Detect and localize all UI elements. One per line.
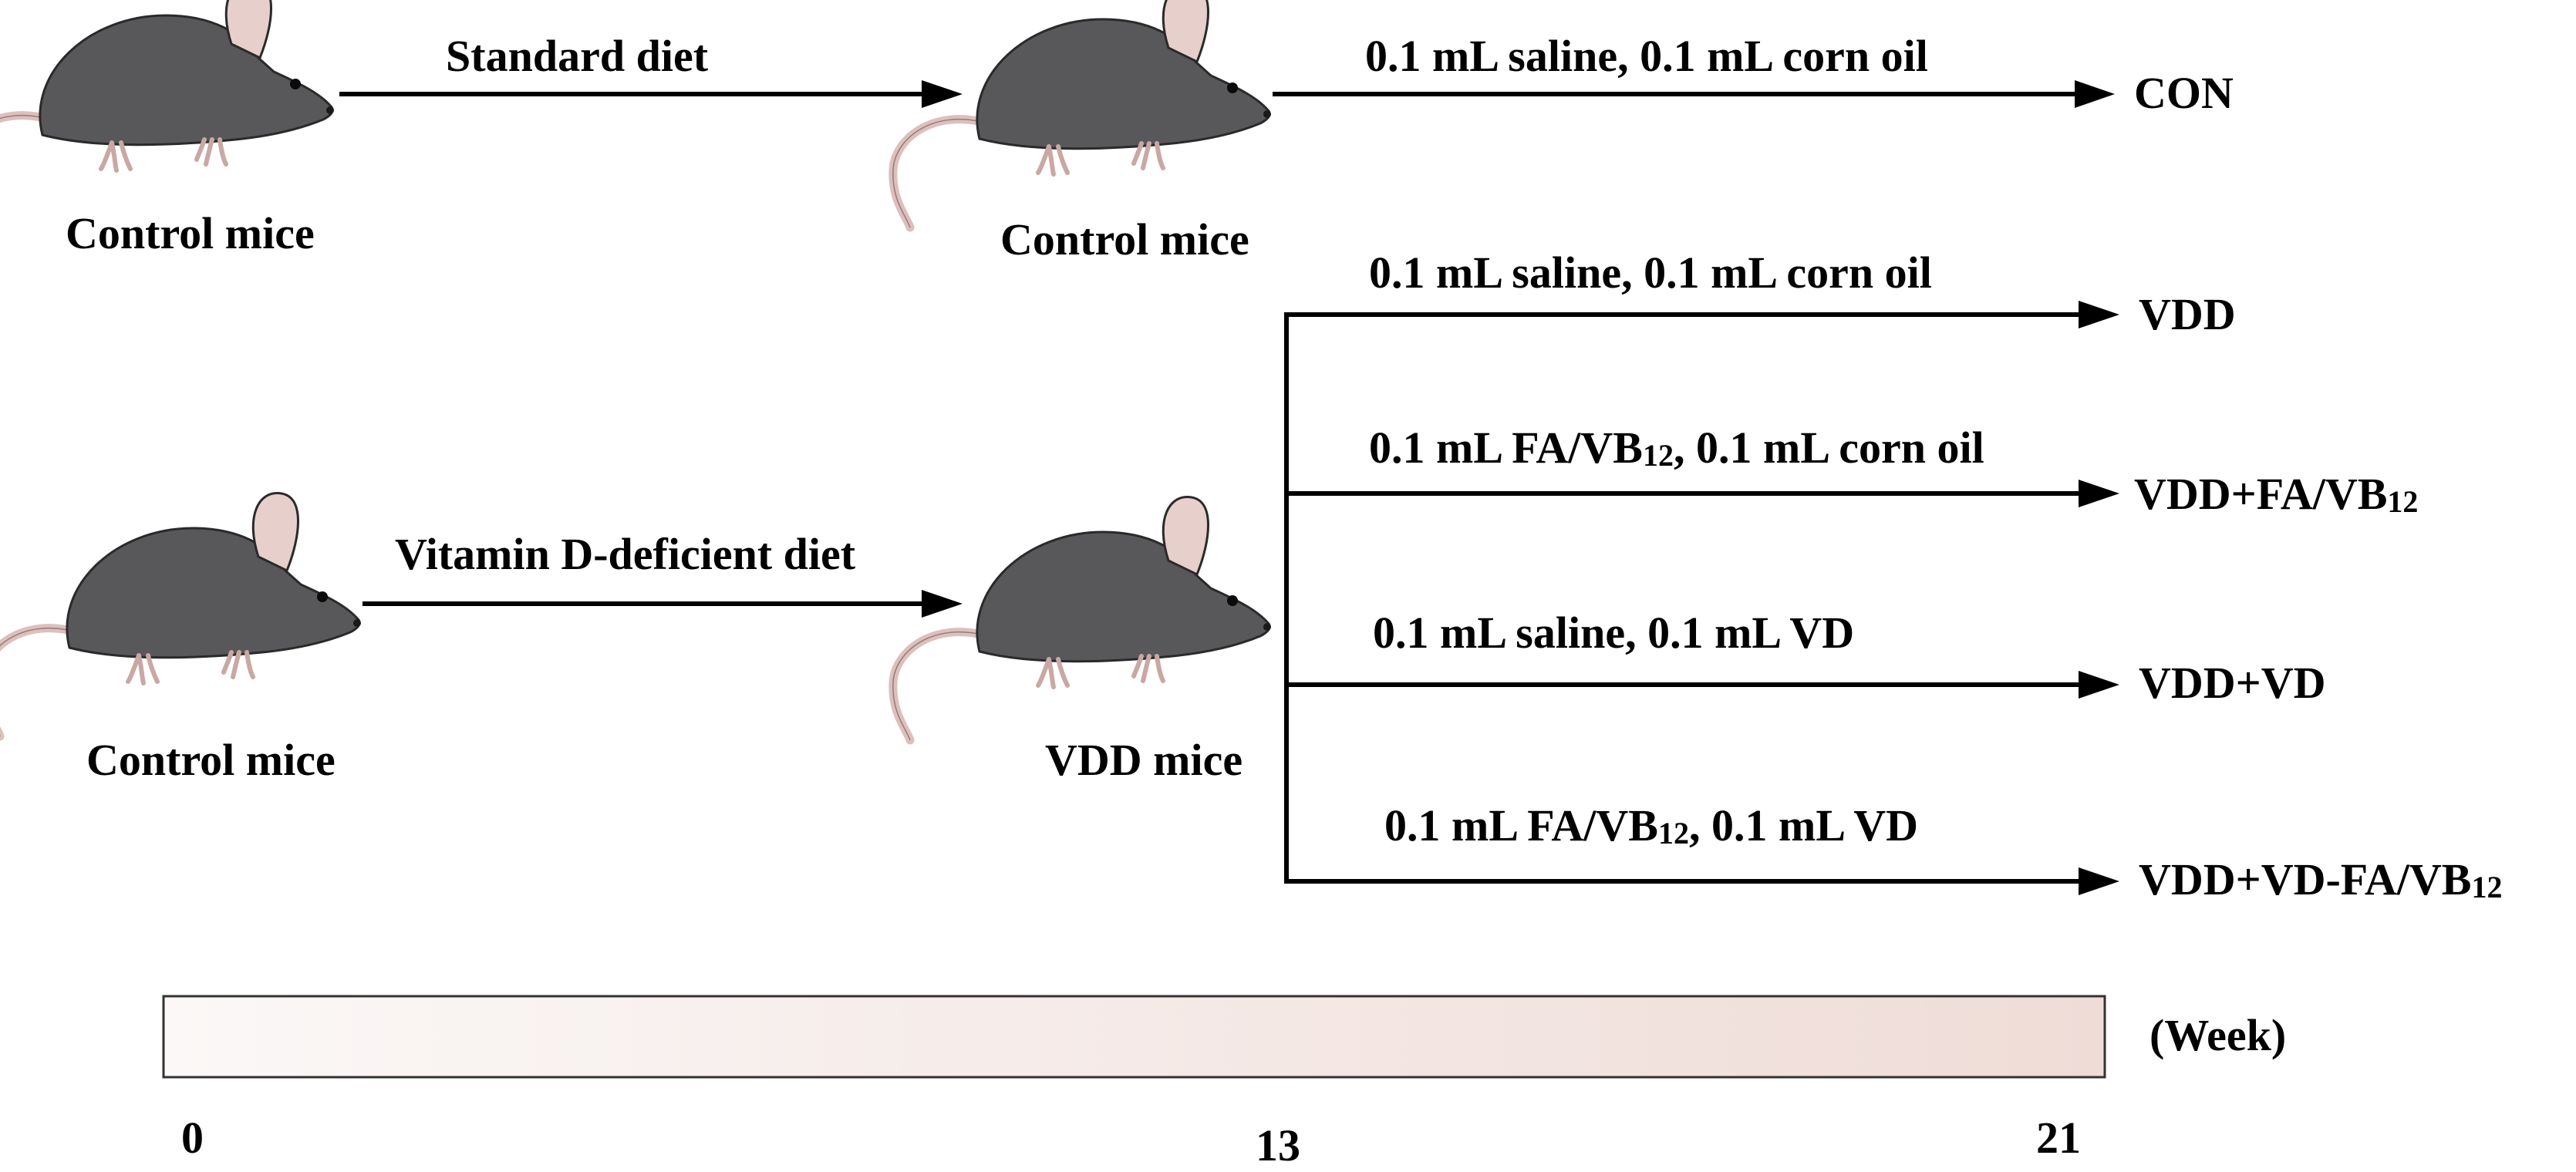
arrowhead bbox=[2079, 301, 2119, 328]
timeline-tick-21: 21 bbox=[2036, 1113, 2081, 1163]
group-vdd-vd-fa-vb12: VDD+VD-FA/VB12 bbox=[2139, 854, 2503, 904]
arrowhead bbox=[2079, 671, 2119, 699]
group-vdd: VDD bbox=[2139, 289, 2236, 339]
vdd-fa-vb12-treatment-label: 0.1 mL FA/VB12, 0.1 mL corn oil bbox=[1369, 423, 1984, 473]
timeline-bar bbox=[162, 995, 2106, 1079]
timeline-tick-13: 13 bbox=[1256, 1120, 1300, 1170]
arrowhead bbox=[922, 590, 963, 618]
mouse-icon bbox=[0, 493, 361, 736]
top-left-label: Control mice bbox=[66, 208, 315, 258]
group-vdd-fa-vb12: VDD+FA/VB12 bbox=[2134, 469, 2418, 519]
mouse-icon bbox=[893, 497, 1271, 740]
timeline-unit-label: (Week) bbox=[2149, 1010, 2286, 1060]
arrowhead bbox=[2075, 80, 2115, 108]
bottom-mid-label: VDD mice bbox=[1045, 735, 1242, 785]
mouse-icon bbox=[893, 0, 1271, 227]
timeline-tick-0: 0 bbox=[181, 1113, 204, 1163]
arrowhead bbox=[922, 80, 963, 108]
arrowhead bbox=[2079, 867, 2119, 895]
vdd-vd-treatment-label: 0.1 mL saline, 0.1 mL VD bbox=[1373, 608, 1854, 658]
vdd-vd-fa-vb12-treatment-label: 0.1 mL FA/VB12, 0.1 mL VD bbox=[1384, 800, 1918, 850]
con-treatment-label: 0.1 mL saline, 0.1 mL corn oil bbox=[1365, 31, 1928, 81]
group-con: CON bbox=[2134, 68, 2234, 118]
group-vdd-vd: VDD+VD bbox=[2139, 658, 2325, 708]
arrowhead bbox=[2079, 480, 2119, 507]
bottom-left-label: Control mice bbox=[86, 735, 335, 785]
standard-diet-label: Standard diet bbox=[446, 31, 709, 81]
mouse-icon bbox=[0, 0, 334, 224]
vdd-treatment-label: 0.1 mL saline, 0.1 mL corn oil bbox=[1369, 248, 1932, 298]
top-mid-label: Control mice bbox=[1000, 214, 1249, 264]
vdd-diet-label: Vitamin D-deficient diet bbox=[395, 529, 856, 579]
